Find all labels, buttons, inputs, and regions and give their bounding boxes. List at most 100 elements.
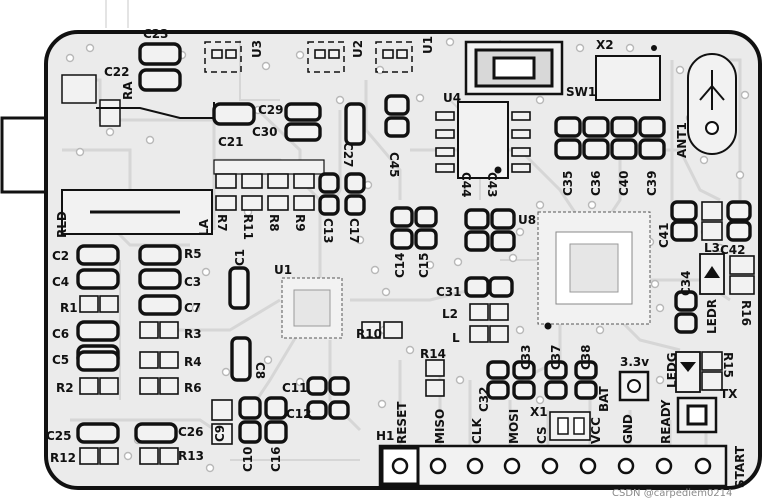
label-c38: C38 [579, 344, 593, 370]
label-c45: C45 [387, 152, 401, 178]
label-r1: R1 [60, 301, 78, 315]
usb-module [61, 74, 325, 235]
label-c42: C42 [720, 243, 746, 257]
u1-chip [281, 277, 343, 339]
pin-label-miso: MISO [433, 409, 447, 444]
label-c31: C31 [436, 285, 462, 299]
pin-label-reset: RESET [395, 401, 409, 444]
label-r8: R8 [267, 214, 281, 232]
u4-chip [435, 101, 531, 179]
label-c16: C16 [269, 446, 283, 472]
label-l: L [452, 331, 460, 345]
pin-label-cs: CS [535, 426, 549, 444]
label-c21: C21 [218, 135, 244, 149]
label-u4: U4 [443, 91, 461, 105]
label-u8: U8 [518, 213, 536, 227]
label-c36: C36 [589, 170, 603, 196]
pin-label-start: START [733, 445, 747, 488]
label-c10: C10 [241, 446, 255, 472]
label-r11: R11 [241, 214, 255, 240]
label-r13: R13 [178, 449, 204, 463]
x2-crystal [595, 45, 661, 101]
label-ledr: LEDR [705, 299, 719, 334]
label-r12: R12 [50, 451, 76, 465]
label-r15: R15 [721, 352, 735, 378]
label-c4: C4 [52, 275, 69, 289]
label-r9: R9 [293, 214, 307, 232]
usb-connector-outline [0, 116, 46, 194]
label-c8: C8 [253, 362, 267, 379]
pin-label-vcc: VCC [589, 417, 603, 444]
label-r4: R4 [184, 355, 202, 369]
label-c37: C37 [549, 344, 563, 370]
label-h1: H1 [376, 429, 394, 443]
label-c41: C41 [657, 222, 671, 248]
pin-label-clk: CLK [470, 418, 484, 444]
label-c11: C11 [282, 381, 308, 395]
label-c5: C5 [52, 353, 69, 367]
label-x1: X1 [530, 405, 548, 419]
label-c17: C17 [347, 218, 361, 244]
label-c39: C39 [645, 170, 659, 196]
label-c33: C33 [519, 344, 533, 370]
label-c40: C40 [617, 170, 631, 196]
pin-label-mosi: MOSI [507, 409, 521, 444]
label-ledg: LEDG [665, 352, 679, 388]
label-c35: C35 [561, 170, 575, 196]
silkscreen-labels: C23 C22 RA U3 U2 U1 C29 C21 C30 U4 C45 C… [46, 27, 753, 472]
pin-label-ready: READY [659, 399, 673, 444]
regulators-top [204, 41, 413, 73]
label-r16: R16 [739, 300, 753, 326]
label-c13: C13 [321, 218, 335, 244]
label-u3: U3 [250, 40, 264, 58]
label-u1-top: U1 [421, 36, 435, 54]
label-r10: R10 [356, 327, 382, 341]
label-ra: RA [121, 81, 135, 100]
label-c26: C26 [178, 425, 204, 439]
label-c30: C30 [252, 125, 278, 139]
label-c6: C6 [52, 327, 69, 341]
pin-label-gnd: GND [621, 414, 635, 444]
label-c9: C9 [213, 425, 227, 442]
label-tx: TX [720, 387, 738, 401]
label-r14: R14 [420, 347, 446, 361]
label-u2: U2 [351, 40, 365, 58]
label-c22: C22 [104, 65, 130, 79]
label-c2: C2 [52, 249, 69, 263]
component-pads [76, 42, 755, 465]
h1-header [378, 444, 728, 488]
label-c14: C14 [393, 252, 407, 278]
label-c23: C23 [143, 27, 169, 41]
label-c12: C12 [286, 407, 312, 421]
label-c1: C1 [233, 249, 247, 266]
label-rld: RLD [55, 211, 69, 238]
label-u1: U1 [274, 263, 292, 277]
label-r6: R6 [184, 381, 202, 395]
label-3v3: 3.3v [620, 355, 649, 369]
label-c15: C15 [417, 252, 431, 278]
label-c25: C25 [46, 429, 72, 443]
label-la: LA [197, 218, 211, 236]
label-l3: L3 [704, 241, 720, 255]
label-bat: BAT [597, 385, 611, 412]
label-c7: C7 [184, 301, 201, 315]
label-ant1: ANT1 [675, 122, 689, 158]
label-c44: C44 [459, 172, 473, 198]
label-c43: C43 [485, 172, 499, 198]
label-c34: C34 [679, 270, 693, 296]
label-x2: X2 [596, 38, 614, 52]
header-pin-labels: RESET MISO CLK MOSI CS VCC GND READY STA… [395, 399, 747, 488]
label-l2: L2 [442, 307, 458, 321]
label-c32: C32 [477, 386, 491, 412]
label-r5: R5 [184, 247, 202, 261]
label-c3: C3 [184, 275, 201, 289]
label-r2: R2 [56, 381, 74, 395]
antenna [687, 53, 737, 155]
u8-chip [537, 211, 651, 330]
label-r3: R3 [184, 327, 202, 341]
watermark: CSDN @carpediem0214 [612, 488, 732, 499]
sw1-button [464, 40, 564, 96]
label-c27: C27 [341, 142, 355, 168]
label-r7: R7 [215, 214, 229, 232]
